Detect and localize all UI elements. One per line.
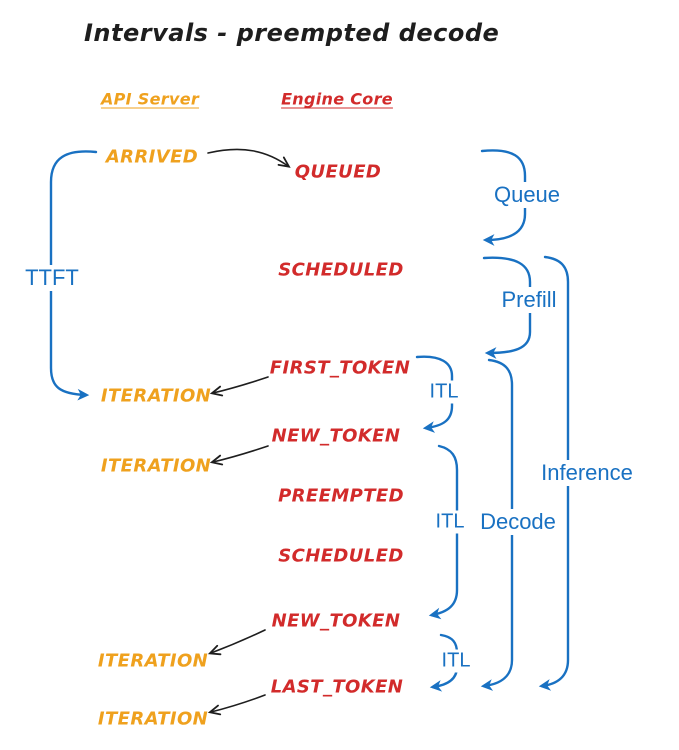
interval-label-decode: Decode <box>476 509 560 535</box>
event-scheduled-2: SCHEDULED <box>278 545 404 567</box>
interval-label-itl-3: ITL <box>437 649 475 673</box>
arrow-arrived-to-queued <box>207 148 291 168</box>
diagram-title: Intervals - preempted decode <box>84 19 500 47</box>
arrow-newtoken2-to-iteration <box>207 629 266 656</box>
ttft-bracket-arrow <box>49 150 98 401</box>
interval-label-ttft: TTFT <box>21 265 83 291</box>
event-iteration-1: ITERATION <box>100 385 212 407</box>
arrow-lasttoken-to-iteration <box>207 694 266 716</box>
interval-label-queue: Queue <box>489 182 565 208</box>
arrow-newtoken-to-iteration <box>209 445 269 466</box>
event-new-token-1: NEW_TOKEN <box>271 425 401 447</box>
interval-label-prefill: Prefill <box>497 287 561 313</box>
event-preempted: PREEMPTED <box>278 485 404 507</box>
interval-label-inference: Inference <box>537 460 637 486</box>
event-iteration-2: ITERATION <box>100 455 212 477</box>
event-arrived: ARRIVED <box>105 146 199 168</box>
arrow-firsttoken-to-iteration <box>209 376 269 397</box>
interval-label-itl-2: ITL <box>431 510 469 534</box>
interval-label-itl-1: ITL <box>425 380 463 404</box>
column-header-engine-core: Engine Core <box>281 89 393 109</box>
prefill-bracket-arrow <box>482 256 532 359</box>
event-new-token-2: NEW_TOKEN <box>271 610 401 632</box>
queue-bracket-arrow <box>480 149 527 246</box>
event-scheduled-1: SCHEDULED <box>278 259 404 281</box>
event-iteration-3: ITERATION <box>97 650 209 672</box>
event-queued: QUEUED <box>294 161 382 183</box>
event-first-token: FIRST_TOKEN <box>269 357 411 379</box>
event-iteration-4: ITERATION <box>97 708 209 730</box>
column-header-api-server: API Server <box>100 89 200 109</box>
event-last-token: LAST_TOKEN <box>270 676 404 698</box>
